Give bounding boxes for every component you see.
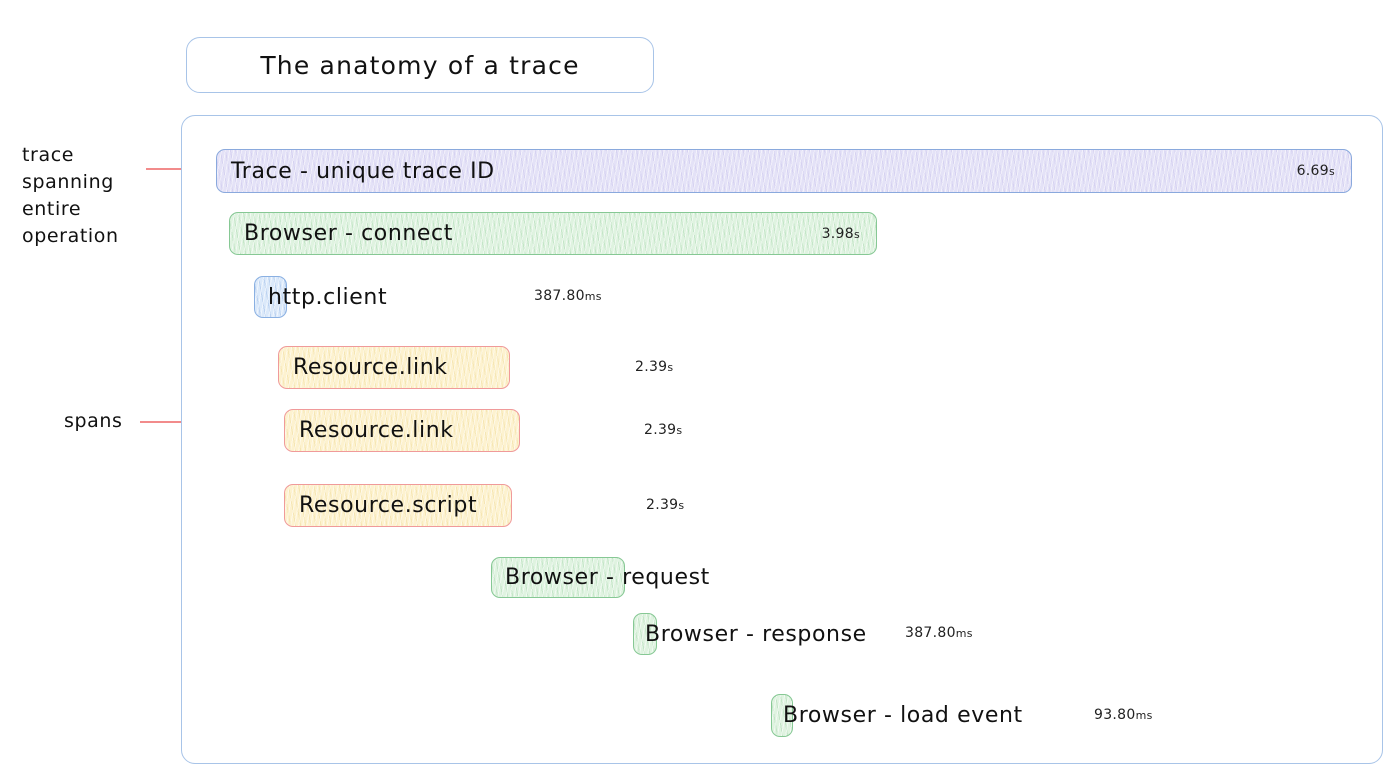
span-duration-value: 2.39 bbox=[635, 358, 668, 375]
http-client-bar[interactable]: http.client bbox=[254, 276, 387, 318]
trace-bar[interactable]: Trace - unique trace ID 6.69s bbox=[216, 149, 1352, 193]
span-label: Browser - load event bbox=[783, 703, 1023, 728]
trace-annotation-label: trace spanning entire operation bbox=[22, 144, 119, 247]
span-duration: 387.80ms bbox=[534, 288, 602, 304]
span-label: Browser - response bbox=[645, 621, 867, 647]
browser-response-bar[interactable]: Browser - response bbox=[633, 613, 866, 655]
span-duration-value: 2.39 bbox=[644, 421, 677, 438]
browser-connect-bar[interactable]: Browser - connect 3.98s bbox=[229, 212, 877, 255]
span-duration-unit: s bbox=[667, 360, 674, 374]
span-duration-value: 3.98 bbox=[821, 225, 854, 242]
resource-script-bar[interactable]: Resource.script bbox=[284, 484, 512, 527]
span-label: Resource.link bbox=[299, 418, 454, 443]
span-duration: 2.39s bbox=[635, 359, 673, 375]
span-duration: 3.98s bbox=[822, 226, 860, 242]
browser-load-event-bar[interactable]: Browser - load event bbox=[771, 694, 1022, 737]
trace-leader-line-horizontal bbox=[146, 168, 212, 170]
span-duration-value: 6.69 bbox=[1296, 163, 1329, 179]
span-duration: 387.80ms bbox=[905, 625, 973, 641]
span-duration-unit: ms bbox=[955, 627, 973, 640]
span-label: Resource.script bbox=[299, 493, 478, 518]
span-label: Browser - request bbox=[505, 565, 710, 590]
span-label: Trace - unique trace ID bbox=[231, 158, 495, 184]
span-duration-unit: s bbox=[853, 227, 860, 241]
span-label: Browser - connect bbox=[244, 221, 453, 246]
title-card: The anatomy of a trace bbox=[186, 37, 654, 93]
span-duration-unit: ms bbox=[1135, 708, 1153, 722]
span-duration: 2.39s bbox=[644, 422, 682, 438]
spans-annotation-label: spans bbox=[64, 410, 123, 432]
span-duration-unit: s bbox=[676, 423, 683, 437]
span-duration-value: 387.80 bbox=[534, 288, 585, 304]
span-label: Resource.link bbox=[293, 355, 448, 380]
span-duration: 2.39s bbox=[646, 497, 684, 513]
span-duration-unit: ms bbox=[584, 290, 602, 303]
span-duration-unit: s bbox=[1328, 165, 1335, 178]
span-label: http.client bbox=[268, 284, 388, 310]
span-duration-value: 93.80 bbox=[1094, 706, 1136, 723]
span-duration: 6.69s bbox=[1297, 163, 1335, 179]
span-duration: 93.80ms bbox=[1094, 707, 1153, 723]
page-title: The anatomy of a trace bbox=[260, 50, 580, 80]
span-duration-value: 2.39 bbox=[646, 496, 679, 513]
resource-link-bar-1[interactable]: Resource.link bbox=[278, 346, 510, 389]
resource-link-bar-2[interactable]: Resource.link bbox=[284, 409, 520, 452]
browser-request-bar[interactable]: Browser - request bbox=[491, 557, 709, 598]
spans-leader-line-horizontal bbox=[140, 421, 212, 423]
span-duration-value: 387.80 bbox=[905, 625, 956, 641]
span-duration-unit: s bbox=[678, 498, 685, 512]
